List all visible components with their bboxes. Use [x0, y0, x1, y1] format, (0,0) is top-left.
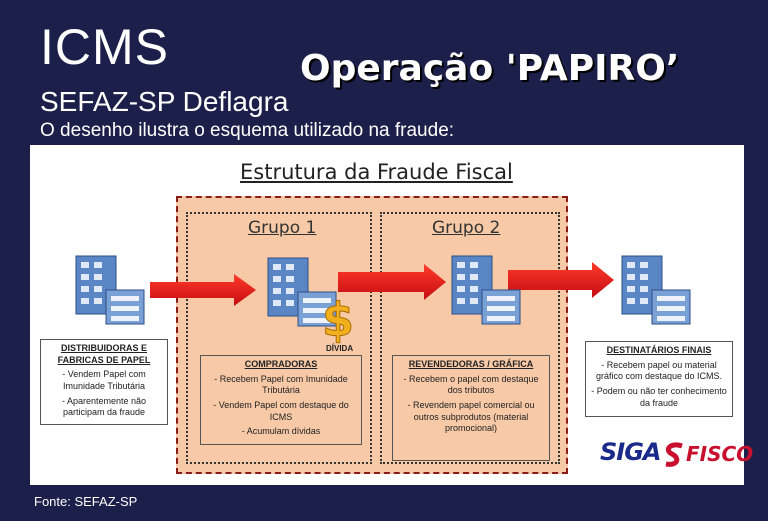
- building-icon: [621, 255, 691, 325]
- logo-swirl-icon: [665, 442, 683, 467]
- revendedoras-box: REVENDEDORAS / GRÁFICA - Recebem o papel…: [392, 355, 550, 461]
- svg-text:$: $: [322, 294, 354, 344]
- distribuidoras-line-1: - Vendem Papel com Imunidade Tributária: [62, 369, 146, 392]
- destinatarios-line-1: - Recebem papel ou material gráfico com …: [595, 359, 723, 382]
- dollar-icon: $: [322, 294, 354, 344]
- arrow-2: [338, 264, 446, 300]
- logo-siga-text: SIGA: [600, 438, 661, 466]
- subtitle: SEFAZ-SP Deflagra: [40, 86, 289, 117]
- destinatarios-heading: DESTINATÁRIOS FINAIS: [606, 345, 712, 355]
- source-credit: Fonte: SEFAZ-SP: [34, 494, 138, 509]
- title: ICMS: [40, 19, 169, 75]
- revendedoras-line-1: - Recebem o papel com destaque dos tribu…: [403, 373, 539, 396]
- group-1-title: Grupo 1: [248, 218, 317, 238]
- building-icon: [451, 255, 521, 325]
- distribuidoras-box: DISTRIBUIDORAS E FABRICAS DE PAPEL - Ven…: [40, 339, 168, 425]
- distribuidoras-line-2: - Aparentemente não participam da fraude: [61, 395, 147, 418]
- group-2-title: Grupo 2: [432, 218, 501, 238]
- logo-fisco-text: FISCO: [686, 442, 754, 466]
- compradoras-line-2: - Vendem Papel com destaque do ICMS: [213, 400, 349, 422]
- compradoras-line-3: - Acumulam dívidas: [241, 426, 321, 437]
- destinatarios-line-2: - Podem ou não ter conhecimento da fraud…: [591, 386, 727, 408]
- compradoras-heading: COMPRADORAS: [244, 359, 318, 369]
- description: O desenho ilustra o esquema utilizado na…: [40, 120, 455, 141]
- revendedoras-heading: REVENDEDORAS / GRÁFICA: [408, 359, 534, 369]
- revendedoras-line-2: - Revendem papel comercial ou outros sub…: [407, 400, 535, 434]
- siga-fisco-logo: SIGA FISCO: [600, 436, 753, 474]
- distribuidoras-heading: DISTRIBUIDORAS E FABRICAS DE PAPEL: [57, 343, 151, 365]
- diagram-title: Estrutura da Fraude Fiscal: [240, 160, 513, 184]
- compradoras-line-1: - Recebem Papel com Imunidade Tributária: [214, 373, 348, 396]
- compradoras-box: COMPRADORAS - Recebem Papel com Imunidad…: [200, 355, 362, 445]
- arrow-3: [508, 262, 614, 298]
- building-icon: [267, 257, 337, 327]
- arrow-1: [150, 274, 256, 306]
- destinatarios-box: DESTINATÁRIOS FINAIS - Recebem papel ou …: [585, 341, 733, 417]
- operation-title: Operação 'PAPIRO’: [300, 48, 680, 89]
- divida-label: DÍVIDA: [326, 344, 354, 353]
- building-icon: [75, 255, 145, 325]
